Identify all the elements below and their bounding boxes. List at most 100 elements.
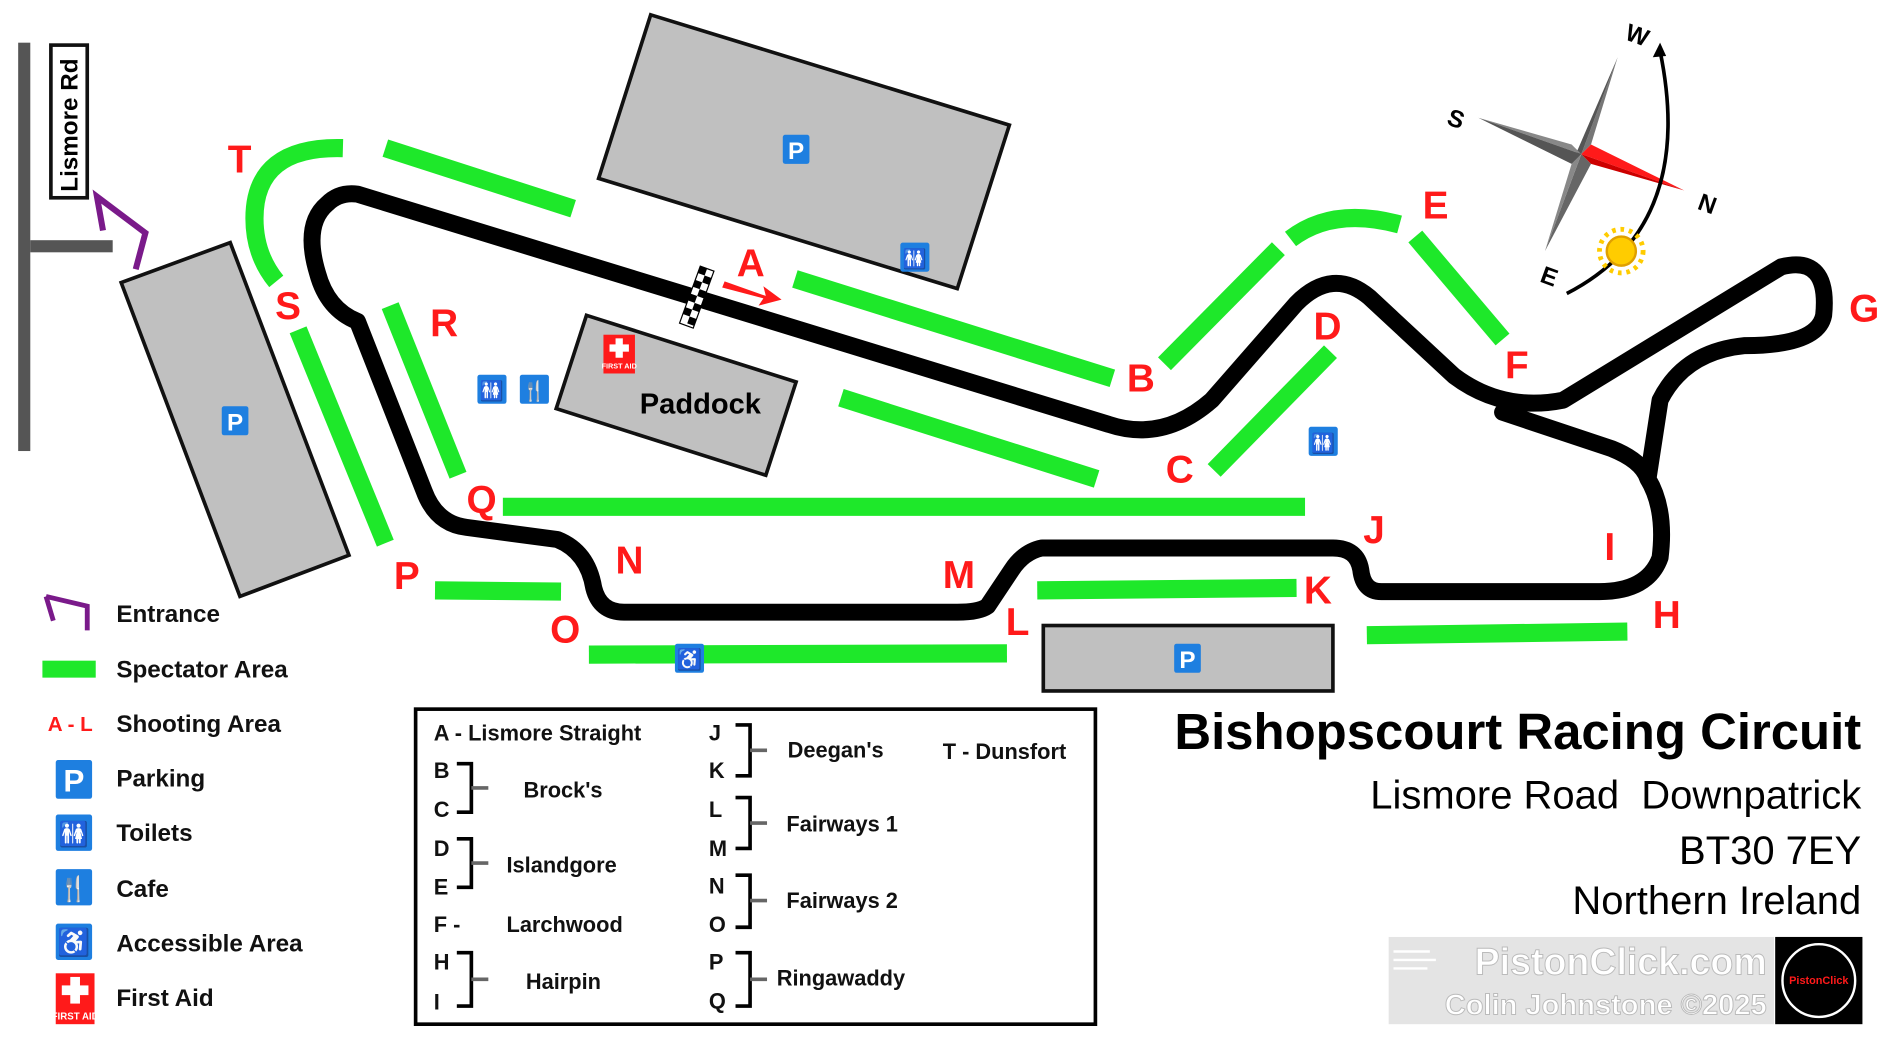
legend-item-toilets: 🚻Toilets xyxy=(55,814,193,851)
svg-text:Q: Q xyxy=(709,988,726,1013)
compass-s: S xyxy=(1444,104,1468,135)
corner-label-e: E xyxy=(1423,184,1449,227)
lismore-road: Lismore Rd xyxy=(18,42,149,452)
key-hairpin: Hairpin xyxy=(526,969,601,994)
address-line-2: BT30 7EY xyxy=(1679,829,1861,873)
svg-text:O: O xyxy=(709,912,726,937)
svg-text:🚻: 🚻 xyxy=(1311,432,1335,455)
toilets-icon: 🚻 xyxy=(1308,426,1338,456)
corner-label-n: N xyxy=(616,539,644,582)
svg-text:First Aid: First Aid xyxy=(116,985,213,1012)
svg-text:F -: F - xyxy=(434,912,461,937)
svg-text:Spectator Area: Spectator Area xyxy=(116,657,288,684)
svg-text:L: L xyxy=(709,797,722,822)
key-fairways-2: Fairways 2 xyxy=(786,888,897,913)
corner-label-d: D xyxy=(1314,306,1342,349)
svg-text:🚻: 🚻 xyxy=(903,248,927,271)
entrance-icon xyxy=(92,189,149,271)
svg-text:🍴: 🍴 xyxy=(59,875,89,904)
compass-w: W xyxy=(1622,19,1653,52)
paddock-label: Paddock xyxy=(640,388,762,420)
svg-text:♿: ♿ xyxy=(677,648,703,672)
key-deegans: Deegan's xyxy=(788,738,884,763)
corner-label-p: P xyxy=(394,555,420,598)
svg-text:Cafe: Cafe xyxy=(116,876,169,903)
svg-text:🍴: 🍴 xyxy=(522,380,546,403)
map-title: Bishopscourt Racing Circuit xyxy=(1174,703,1861,760)
svg-text:P: P xyxy=(227,409,243,436)
race-track xyxy=(303,185,1833,621)
svg-text:Parking: Parking xyxy=(116,766,205,793)
corner-label-g: G xyxy=(1849,287,1879,330)
svg-text:Accessible Area: Accessible Area xyxy=(116,930,303,957)
key-islandgore: Islandgore xyxy=(507,853,617,878)
parking-icon: P xyxy=(782,134,810,165)
svg-text:Shooting Area: Shooting Area xyxy=(116,711,281,738)
corner-label-f: F xyxy=(1505,344,1529,387)
accessible-icon: ♿ xyxy=(674,643,705,673)
key-ringawaddy: Ringawaddy xyxy=(777,965,905,990)
corner-label-l: L xyxy=(1006,601,1030,644)
corner-label-b: B xyxy=(1127,358,1155,401)
corner-label-c: C xyxy=(1166,449,1194,492)
parking-icon: P xyxy=(221,406,249,436)
corner-label-o: O xyxy=(550,608,580,651)
corner-key: A - Lismore Straight B C Brock's D E Isl… xyxy=(413,707,1098,1027)
spectator-areas xyxy=(245,139,1628,664)
svg-text:Entrance: Entrance xyxy=(116,601,220,628)
legend-item-parking: P Parking xyxy=(55,760,205,799)
compass-rose: N S E W xyxy=(1444,19,1720,296)
address-line-1: Lismore Road Downpatrick xyxy=(1370,773,1862,817)
watermark: PistonClick.com Colin Johnstone ©2025 Pi… xyxy=(1388,936,1863,1025)
cafe-icon: 🍴 xyxy=(519,374,549,404)
pistonclick-logo-icon xyxy=(1781,943,1857,1019)
compass-e: E xyxy=(1537,262,1561,293)
address-line-3: Northern Ireland xyxy=(1572,879,1861,923)
key-t: T - Dunsfort xyxy=(943,739,1066,764)
key-larchwood: Larchwood xyxy=(507,912,623,937)
svg-text:P: P xyxy=(709,950,724,975)
legend-item-entrance: Entrance xyxy=(43,594,220,631)
legend-item-accessible: ♿ Accessible Area xyxy=(55,923,303,960)
corner-label-r: R xyxy=(430,302,458,345)
legend-item-spectator-area: Spectator Area xyxy=(42,657,288,684)
parking-icon: P xyxy=(1174,643,1201,674)
svg-text:A - L: A - L xyxy=(48,713,93,736)
toilets-icon: 🚻 xyxy=(477,374,507,404)
svg-text:I: I xyxy=(434,990,440,1015)
svg-text:♿: ♿ xyxy=(57,926,90,957)
svg-text:P: P xyxy=(1179,647,1195,674)
svg-text:H: H xyxy=(434,950,450,975)
key-brocks: Brock's xyxy=(523,778,602,803)
svg-text:FIRST AID: FIRST AID xyxy=(52,1011,99,1022)
svg-text:Toilets: Toilets xyxy=(116,820,192,847)
watermark-site: PistonClick.com xyxy=(1475,941,1767,983)
svg-text:K: K xyxy=(709,758,725,783)
corner-label-h: H xyxy=(1653,594,1681,637)
legend: Entrance Spectator Area A - L Shooting Ar… xyxy=(42,594,303,1025)
corner-label-m: M xyxy=(943,554,975,597)
svg-text:M: M xyxy=(709,836,727,861)
key-fairways-1: Fairways 1 xyxy=(786,812,897,837)
svg-text:J: J xyxy=(709,721,721,746)
svg-text:B: B xyxy=(434,758,450,783)
svg-text:P: P xyxy=(63,763,84,799)
legend-item-shooting-area: A - L Shooting Area xyxy=(48,711,282,738)
svg-text:C: C xyxy=(434,797,450,822)
legend-item-cafe: 🍴 Cafe xyxy=(55,869,169,906)
svg-text:PistonClick: PistonClick xyxy=(1789,975,1849,987)
corner-label-s: S xyxy=(275,285,301,328)
corner-label-t: T xyxy=(228,138,252,181)
svg-text:D: D xyxy=(434,836,450,861)
svg-text:FIRST AID: FIRST AID xyxy=(602,362,637,371)
corner-label-i: I xyxy=(1604,526,1615,569)
corner-label-a: A xyxy=(737,243,765,286)
toilets-icon: 🚻 xyxy=(900,242,930,272)
compass-n: N xyxy=(1694,189,1720,220)
svg-text:N: N xyxy=(709,873,725,898)
sun-icon xyxy=(1597,226,1646,276)
svg-text:E: E xyxy=(434,875,449,900)
road-label: Lismore Rd xyxy=(57,58,84,191)
svg-text:🚻: 🚻 xyxy=(480,380,504,403)
